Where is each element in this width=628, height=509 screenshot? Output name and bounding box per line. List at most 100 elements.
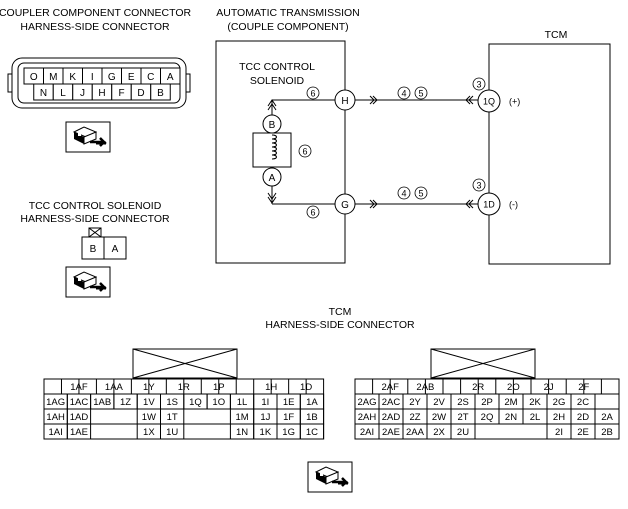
tcm-connector-pin: 2A: [601, 412, 613, 423]
coupler-pin: A: [167, 72, 174, 83]
tcm-connector-pin: 1A: [306, 397, 318, 408]
tcm-connector-pin: 2G: [553, 397, 566, 408]
coupler-pin: L: [60, 88, 66, 99]
tcm-connector-pin: 1AE: [70, 427, 88, 438]
tcm-pin-1q: [477, 89, 501, 113]
solenoid-conn-title-1: TCC CONTROL SOLENOID: [29, 200, 162, 212]
harness-wires: [355, 95, 478, 209]
tcm-connector-pin: 2E: [577, 427, 589, 438]
terminal-g-label: G: [341, 200, 349, 211]
coupler-pin: D: [137, 88, 144, 99]
coupler-pin: H: [98, 88, 105, 99]
tcm-minus: (-): [509, 200, 518, 210]
svg-text:5: 5: [418, 89, 423, 99]
tcm-connector-pin: 1E: [283, 397, 295, 408]
tcm-connector-pin: 2S: [457, 397, 469, 408]
coupler-pin: O: [30, 72, 38, 83]
tcm-connector-pin: 2K: [529, 397, 541, 408]
coupler-pin: M: [49, 72, 57, 83]
coupler-title-2: HARNESS-SIDE CONNECTOR: [20, 21, 170, 33]
coupler-pin: B: [157, 88, 164, 99]
tcm-connector-pin: 1G: [282, 427, 295, 438]
tcm-connector-pin: 1Q: [189, 397, 202, 408]
coupler-pin: N: [40, 88, 47, 99]
tcm-connector-pin: 2X: [433, 427, 445, 438]
ref-3-bot: 3: [476, 181, 481, 191]
svg-text:5: 5: [418, 189, 423, 199]
coupler-pin: G: [108, 72, 116, 83]
tcm-connector-pin: 1B: [306, 412, 318, 423]
tcm-pin-1q-label: 1Q: [483, 97, 495, 107]
tcm-connector-pin: 2W: [432, 412, 446, 423]
tcm-connector-pin: 2AA: [406, 427, 425, 438]
tcm-connector-pin: 2T: [457, 412, 468, 423]
tcm-connector-pin: 1AH: [46, 412, 65, 423]
tcm-connector-pin: 1L: [237, 397, 248, 408]
coupler-title-1: COUPLER COMPONENT CONNECTOR: [0, 7, 191, 19]
connector-view-icon: [64, 120, 112, 154]
tcm-connector-pin: 1K: [260, 427, 272, 438]
tcm-connector-pin: 2D: [577, 412, 589, 423]
tcm-connector-pin: 2AC: [382, 397, 401, 408]
tcm-connector-pin: 1F: [283, 412, 294, 423]
tcm-connector-pin: 2U: [457, 427, 469, 438]
tcm-plus: (+): [509, 97, 520, 107]
tcm-connector-pin: 1V: [143, 397, 155, 408]
tcm-connector-pin: 2AE: [382, 427, 400, 438]
tcm-connector-pin: 2H: [553, 412, 565, 423]
solenoid-pin-a: A: [112, 244, 119, 255]
coupler-pin: C: [147, 72, 154, 83]
connector-view-icon: [306, 460, 354, 494]
node-a: A: [269, 173, 276, 184]
solenoid-label-1: TCC CONTROL: [239, 61, 315, 73]
connector-view-icon: [64, 265, 112, 299]
coupler-pin: F: [118, 88, 124, 99]
tcm-connector-pin: 1T: [167, 412, 178, 423]
tcm-connector-pin: 1AG: [46, 397, 65, 408]
at-title-2: (COUPLE COMPONENT): [227, 21, 348, 33]
tcm-connector-pin: 1I: [261, 397, 269, 408]
tcm-title: TCM: [545, 29, 568, 41]
tcm-connector-pin: 1AC: [70, 397, 89, 408]
tcm-connector-pin: 2I: [555, 427, 563, 438]
tcm-pin-1d: [477, 192, 501, 216]
wire-ref-6: 6 6 6: [298, 86, 320, 219]
tcm-connector-pin: 1AB: [93, 397, 111, 408]
tcm-connector-pin: 1J: [260, 412, 270, 423]
tcm-connector-pin: 2L: [530, 412, 541, 423]
tcm-box: [488, 43, 611, 265]
tcm-conn-title-2: HARNESS-SIDE CONNECTOR: [265, 319, 415, 331]
tcm-connector-pin: 2AD: [382, 412, 401, 423]
tcm-pin-1d-label: 1D: [483, 200, 495, 210]
solenoid-connector: B A: [81, 227, 127, 260]
tcm-connector-pin: 1Z: [120, 397, 131, 408]
tcm-conn-title-1: TCM: [329, 306, 352, 318]
tcm-connector-pin: 1N: [236, 427, 248, 438]
tcm-connector-pin: 2AI: [360, 427, 374, 438]
tcm-connector-pin: 1AD: [70, 412, 89, 423]
svg-text:6: 6: [302, 147, 307, 157]
tcm-connector-pin: 2N: [505, 412, 517, 423]
coupler-pin: I: [91, 72, 94, 83]
tcm-connector-pin: 1S: [166, 397, 178, 408]
tcm-connector-pin: 1X: [143, 427, 155, 438]
tcm-connector-pin: 2Y: [409, 397, 421, 408]
svg-text:6: 6: [310, 208, 315, 218]
tcm-connector-pin: 1O: [212, 397, 225, 408]
tcm-connector-pin: 2V: [433, 397, 445, 408]
tcm-connector-pin: 1W: [142, 412, 156, 423]
tcm-connector-pin: 1C: [306, 427, 318, 438]
solenoid-pin-b: B: [90, 244, 97, 255]
at-title-1: AUTOMATIC TRANSMISSION: [216, 7, 360, 19]
tcm-connector-pin: 2P: [481, 397, 493, 408]
tcm-connector-pin: 2Q: [481, 412, 494, 423]
tcm-connector-pin: 2Z: [409, 412, 420, 423]
coupler-pin: J: [80, 88, 85, 99]
solenoid-label-2: SOLENOID: [250, 75, 305, 87]
tcc-solenoid: [252, 99, 345, 205]
transmission-box: [215, 40, 346, 264]
